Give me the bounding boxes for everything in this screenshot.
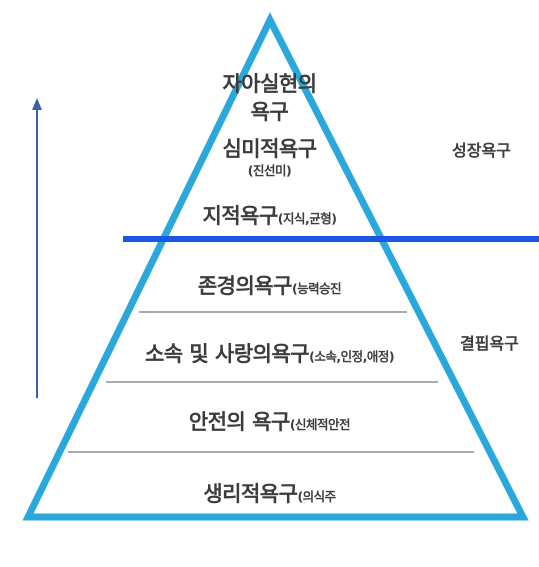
level-esteem: 존경의욕구(능력승진: [0, 270, 539, 300]
growth-needs-label: 성장욕구: [452, 141, 511, 160]
deficiency-needs-label: 결핍욕구: [460, 334, 519, 353]
level-belonging-name: 소속 및 사랑의욕구: [144, 342, 310, 366]
level-esteem-name: 존경의욕구: [197, 274, 293, 298]
top-level-line1: 자아실현의: [222, 72, 317, 96]
level-belonging-detail: (소속,인정,애정): [309, 349, 395, 364]
top-level-line4: (진선미): [247, 163, 292, 178]
level-esteem-detail: (능력승진: [291, 281, 342, 296]
up-arrow-icon: [32, 98, 42, 398]
level-safety-detail: (신체적안전: [289, 417, 351, 432]
top-level-line2: 욕구: [250, 100, 289, 124]
level-safety: 안전의 욕구(신체적안전: [0, 406, 539, 436]
level-belonging: 소속 및 사랑의욕구(소속,인정,애정): [0, 338, 539, 368]
level-physiological-detail: (의식주: [297, 489, 336, 504]
level-physiological-name: 생리적욕구: [203, 482, 298, 506]
level-intellectual-detail: (지식,균형): [277, 211, 337, 226]
pyramid-outline: [22, 12, 529, 521]
level-intellectual-name: 지적욕구: [202, 204, 279, 228]
level-safety-name: 안전의 욕구: [188, 410, 290, 434]
level-intellectual: 지적욕구(지식,균형): [0, 200, 539, 230]
level-physiological: 생리적욕구(의식주: [0, 478, 539, 508]
top-level-line3: 심미적욕구: [222, 137, 317, 161]
